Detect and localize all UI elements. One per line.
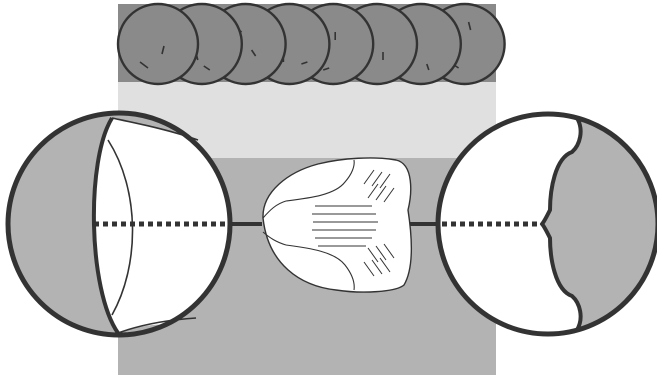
left-sphere xyxy=(5,110,233,338)
top-disc xyxy=(116,2,200,86)
center-shape-hatch-top xyxy=(363,169,395,203)
top-disc-mark xyxy=(426,63,430,71)
center-shape-stripes xyxy=(312,205,378,247)
top-disc-mark xyxy=(203,65,211,71)
top-disc-mark xyxy=(322,67,330,71)
center-shape-hatch-bottom xyxy=(363,243,395,277)
top-disc-mark xyxy=(467,21,472,31)
center-shape-body xyxy=(262,157,412,293)
center-shape-contour-bottom xyxy=(285,244,355,291)
top-disc-row xyxy=(116,2,506,86)
center-shape-contour-top xyxy=(285,159,355,202)
top-disc-mark xyxy=(250,49,257,57)
right-sphere-boundary-curve xyxy=(540,116,583,332)
center-shape xyxy=(262,157,412,293)
right-sphere-gray-region xyxy=(542,118,657,330)
top-disc-mark xyxy=(301,61,308,65)
top-disc-mark xyxy=(161,45,165,55)
left-sphere-outline xyxy=(5,110,233,338)
left-sphere-inner-curve xyxy=(107,139,134,316)
top-disc-mark xyxy=(139,61,149,69)
left-sphere-bottom-fold xyxy=(117,317,197,334)
right-sphere-outline xyxy=(435,111,657,337)
center-shape-inner-edge xyxy=(262,200,287,246)
right-sphere xyxy=(435,111,657,337)
